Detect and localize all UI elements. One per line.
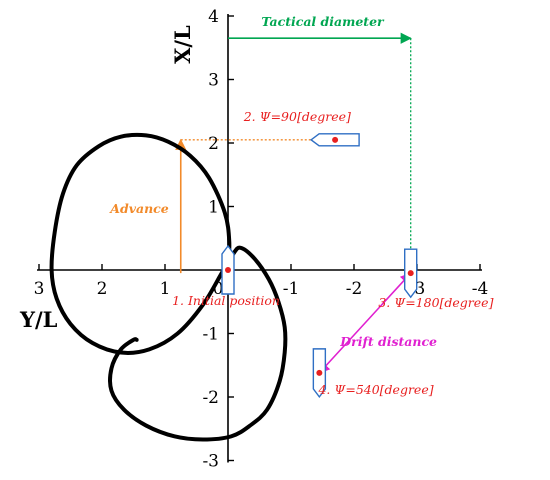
y-tick-label: 3 xyxy=(208,71,219,91)
drift-distance-label: Drift distance xyxy=(339,334,437,349)
advance-label: Advance xyxy=(109,201,169,216)
ship-center-marker xyxy=(407,270,414,277)
position-label-psi-540: 4. Ψ=540[degree] xyxy=(317,382,433,397)
y-tick-label: 1 xyxy=(208,198,219,218)
drift-distance-arrow xyxy=(318,272,412,374)
y-tick-label: -1 xyxy=(202,325,219,345)
x-axis-title: Y/L xyxy=(19,307,58,332)
x-tick-label: 0 xyxy=(213,279,224,299)
ship-center-marker xyxy=(316,369,323,376)
y-tick-label: 2 xyxy=(208,134,219,154)
x-tick-label: 3 xyxy=(34,279,45,299)
position-label-initial: 1. Initial position xyxy=(172,293,280,308)
tactical-diameter-label: Tactical diameter xyxy=(261,14,385,29)
y-tick-label: 4 xyxy=(208,7,219,27)
y-axis-title: X/L xyxy=(170,25,195,64)
y-ticks: -3 -2 -1 1 2 3 4 xyxy=(202,7,234,472)
x-tick-label: -4 xyxy=(472,279,489,299)
position-label-psi-180: 3. Ψ=180[degree] xyxy=(378,295,493,310)
ship-center-marker xyxy=(225,267,231,273)
y-tick-label: -3 xyxy=(202,452,219,472)
annotation-guides xyxy=(175,32,412,374)
y-tick-label: -2 xyxy=(202,388,219,408)
position-label-psi-90: 2. Ψ=90[degree] xyxy=(243,109,351,124)
x-tick-label: 1 xyxy=(160,279,171,299)
x-tick-label: -2 xyxy=(346,279,363,299)
x-tick-label: 2 xyxy=(97,279,108,299)
x-tick-label: -1 xyxy=(283,279,300,299)
ship-positions xyxy=(221,133,418,399)
ship-center-marker xyxy=(332,136,339,143)
